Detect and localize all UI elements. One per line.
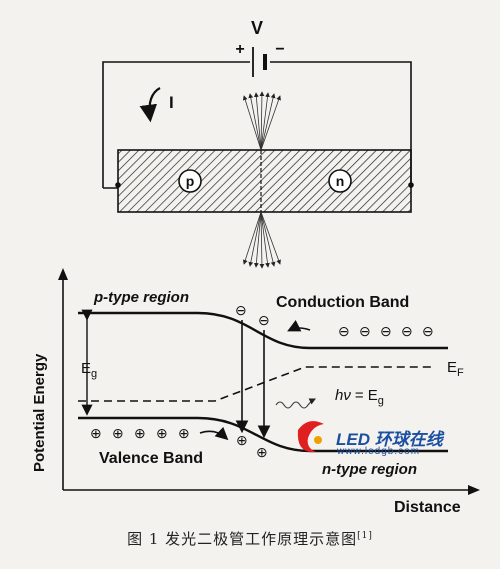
battery-plus-sign: + bbox=[235, 41, 244, 58]
electron-drift-arrow bbox=[287, 319, 311, 332]
p-region-marker bbox=[178, 169, 202, 193]
electron-markers: ⊖ ⊖ ⊖ ⊖ ⊖ ⊖ ⊖ bbox=[235, 302, 434, 339]
hole: ⊕ bbox=[236, 432, 248, 448]
electron: ⊖ bbox=[422, 323, 434, 339]
hole-markers: ⊕ ⊕ ⊕ ⊕ ⊕ ⊕ ⊕ bbox=[90, 425, 268, 460]
fermi-level-label: EF bbox=[447, 359, 464, 379]
photon-wave bbox=[275, 398, 316, 409]
hole-drift-arrow bbox=[199, 426, 229, 441]
watermark-logo-icon bbox=[297, 421, 324, 453]
watermark-brand: LED 环球在线 bbox=[336, 430, 443, 449]
circuit-wire bbox=[102, 61, 412, 188]
emitted-light-down bbox=[242, 211, 281, 269]
diode-block bbox=[117, 149, 412, 213]
p-type-region-label: p-type region bbox=[93, 289, 189, 306]
valence-band-curve bbox=[78, 416, 448, 453]
electron: ⊖ bbox=[380, 323, 392, 339]
valence-band-label: Valence Band bbox=[99, 450, 203, 467]
y-axis-label: Potential Energy bbox=[31, 353, 48, 472]
figure-caption: 图 1 发光二极管工作原理示意图[1] bbox=[0, 528, 500, 549]
electron: ⊖ bbox=[359, 323, 371, 339]
photon-energy-label: hν= Eg bbox=[335, 387, 384, 407]
voltage-label: V bbox=[251, 18, 263, 38]
current-arrow bbox=[139, 87, 161, 123]
conduction-band-label: Conduction Band bbox=[276, 294, 409, 311]
x-axis-label: Distance bbox=[394, 499, 461, 516]
n-label: n bbox=[336, 173, 345, 189]
hole: ⊕ bbox=[90, 425, 102, 441]
current-label: I bbox=[169, 93, 174, 112]
x-axis-arrowhead bbox=[468, 485, 480, 495]
watermark-url: www.ledgb.com bbox=[337, 446, 421, 457]
caption-text: 图 1 发光二极管工作原理示意图 bbox=[127, 530, 358, 548]
wire-to-block-left bbox=[103, 185, 412, 189]
electron: ⊖ bbox=[338, 323, 350, 339]
conduction-band-curve bbox=[78, 311, 448, 350]
junction-contact-left bbox=[115, 182, 121, 188]
hole: ⊕ bbox=[256, 444, 268, 460]
fermi-level-line bbox=[78, 366, 435, 402]
battery-minus-sign: − bbox=[275, 41, 284, 58]
caption-ref: [1] bbox=[357, 531, 373, 541]
electron: ⊖ bbox=[235, 302, 247, 318]
hole: ⊕ bbox=[178, 425, 190, 441]
hole: ⊕ bbox=[156, 425, 168, 441]
hole: ⊕ bbox=[134, 425, 146, 441]
electron: ⊖ bbox=[401, 323, 413, 339]
eg-label: Eg bbox=[81, 360, 97, 380]
emitted-light-up bbox=[242, 91, 281, 151]
circuit: V + − I p n bbox=[102, 18, 414, 269]
hole: ⊕ bbox=[112, 425, 124, 441]
p-label: p bbox=[186, 173, 195, 189]
band-diagram: Potential Energy Distance EF Eg p-type r… bbox=[31, 268, 480, 516]
n-region-marker bbox=[328, 169, 352, 193]
y-axis-arrowhead bbox=[58, 268, 68, 280]
n-type-region-label: n-type region bbox=[322, 461, 417, 478]
electron: ⊖ bbox=[258, 312, 270, 328]
